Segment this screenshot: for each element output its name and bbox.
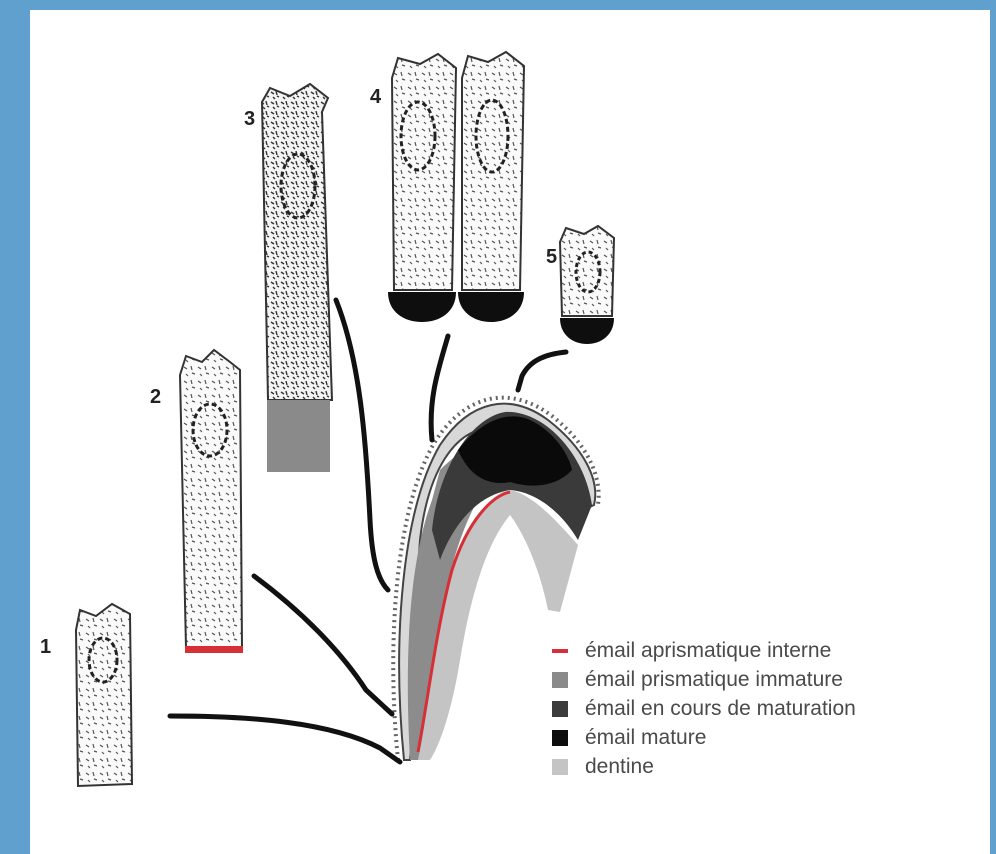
stage-5-mature-cap — [560, 318, 614, 344]
arrow-stage-4 — [431, 336, 448, 440]
ameloblast-stage-4-right — [458, 52, 524, 322]
ameloblast-stage-2 — [180, 350, 243, 653]
figure-panel: 1 2 3 4 5 émail aprismatique interne éma… — [30, 10, 990, 854]
legend-swatch — [552, 672, 568, 688]
arrow-stage-3 — [336, 300, 388, 590]
arrow-stage-5 — [518, 352, 566, 390]
legend-swatch-line — [552, 649, 568, 653]
legend-label: émail mature — [585, 726, 706, 750]
legend-item-mature: émail mature — [552, 723, 856, 752]
arrow-stage-1 — [170, 716, 400, 762]
legend-item-maturing: émail en cours de maturation — [552, 694, 856, 723]
stage-3-immature-enamel — [267, 400, 330, 472]
stage-label-1: 1 — [40, 636, 51, 659]
stage-2-aprismatic-deposit — [185, 646, 243, 653]
stage-4-right-mature-cap — [458, 292, 524, 322]
stage-label-3: 3 — [244, 108, 255, 131]
legend-label: dentine — [585, 755, 654, 779]
ameloblast-stage-5 — [560, 226, 614, 344]
stage-label-2: 2 — [150, 386, 161, 409]
legend-item-immature: émail prismatique immature — [552, 665, 856, 694]
legend-label: émail prismatique immature — [585, 668, 843, 692]
ameloblast-stage-1 — [76, 604, 132, 786]
legend-swatch — [552, 730, 568, 746]
stage-label-4: 4 — [370, 86, 381, 109]
stage-label-5: 5 — [546, 246, 557, 269]
legend-label: émail en cours de maturation — [585, 697, 856, 721]
ameloblast-stage-4-left — [388, 54, 456, 322]
ameloblast-stage-3 — [262, 84, 332, 472]
arrow-stage-2 — [254, 576, 392, 714]
stage-4-left-mature-cap — [388, 292, 456, 322]
legend-label: émail aprismatique interne — [585, 639, 831, 663]
legend-swatch — [552, 701, 568, 717]
legend: émail aprismatique interne émail prismat… — [552, 636, 856, 781]
legend-item-aprismatic: émail aprismatique interne — [552, 636, 856, 665]
legend-swatch — [552, 759, 568, 775]
legend-item-dentine: dentine — [552, 752, 856, 781]
